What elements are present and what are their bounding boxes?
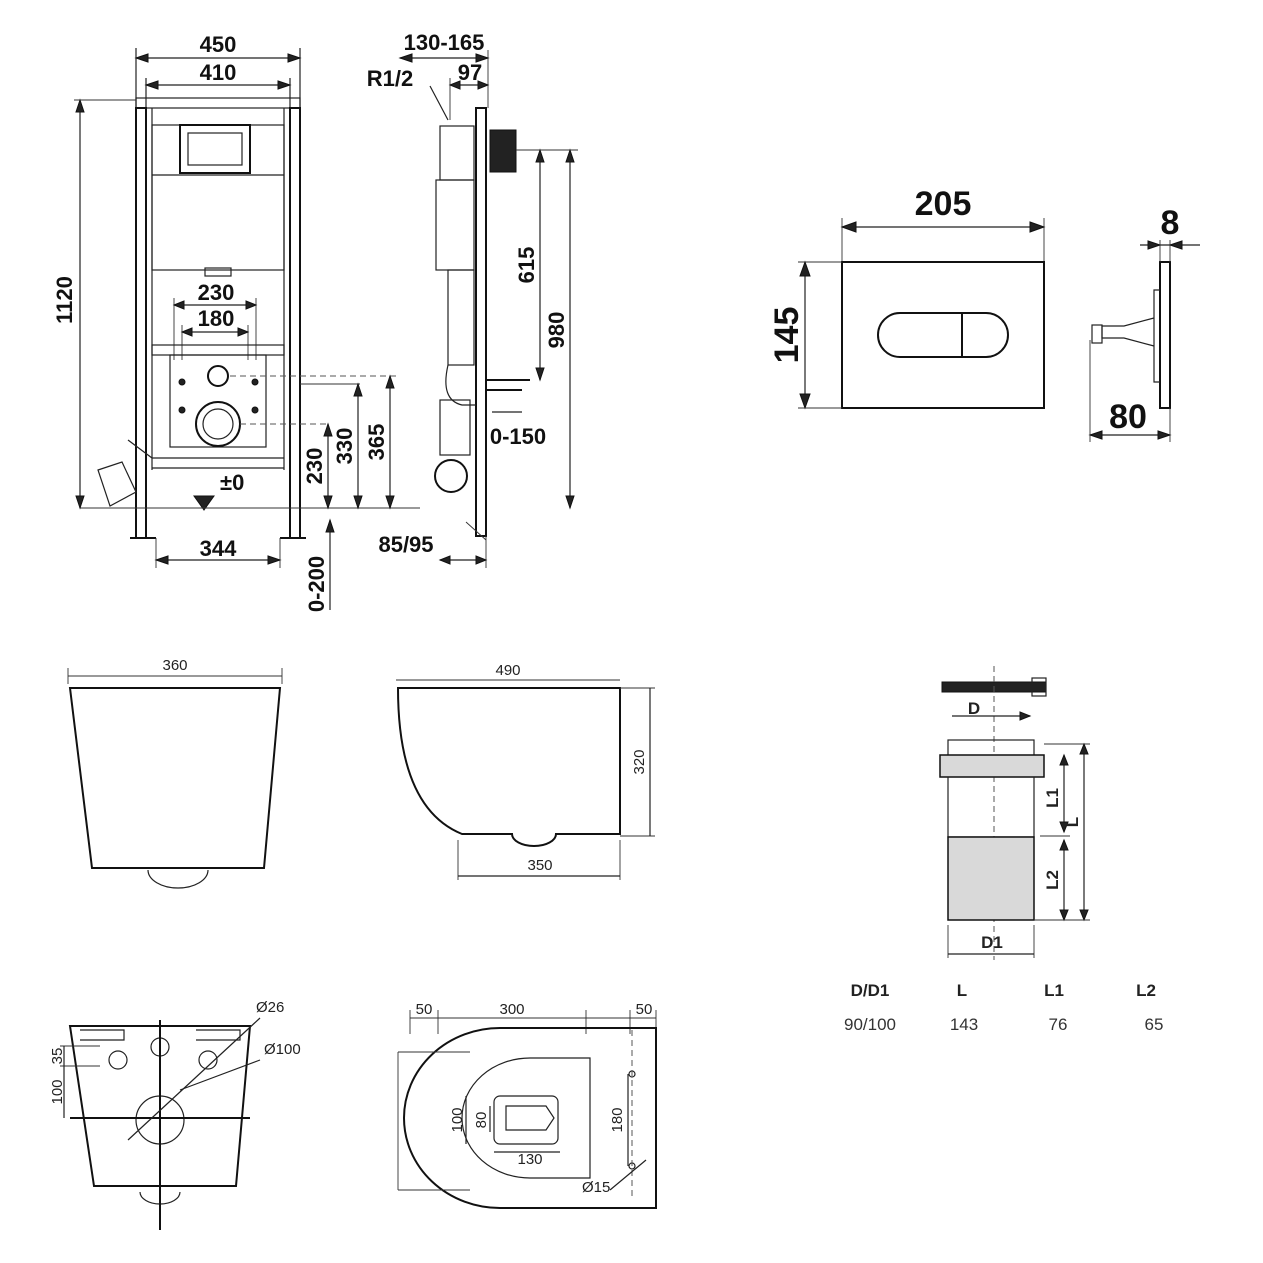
dim-130: 130 xyxy=(517,1151,542,1168)
dim-980: 980 xyxy=(544,312,569,349)
dim-615: 615 xyxy=(514,247,539,284)
dim-100-top: 100 xyxy=(449,1107,466,1132)
dim-180-top: 180 xyxy=(609,1107,626,1132)
dim-d26: Ø26 xyxy=(256,999,284,1016)
pipe-label-l: L xyxy=(1063,817,1082,827)
dim-330: 330 xyxy=(332,428,357,465)
bowl-front-view xyxy=(67,668,283,889)
dim-d100: Ø100 xyxy=(264,1041,301,1058)
table-value-l: 143 xyxy=(950,1015,978,1034)
flush-plate-view xyxy=(798,218,1200,442)
dimension-labels: 450 410 1120 230 180 344 ±0 130-165 97 R… xyxy=(49,30,1179,1196)
table-value-d-d1: 90/100 xyxy=(844,1015,896,1034)
dim-145: 145 xyxy=(768,307,806,364)
bowl-side-view xyxy=(396,679,655,880)
dim-50-left: 50 xyxy=(416,1001,433,1018)
dim-35: 35 xyxy=(49,1048,66,1065)
dim-130-165: 130-165 xyxy=(404,30,485,55)
dim-50-right: 50 xyxy=(636,1001,653,1018)
zero-level-label: ±0 xyxy=(220,470,244,495)
dim-97: 97 xyxy=(458,60,482,85)
table-header-l: L xyxy=(957,981,967,1000)
dim-410: 410 xyxy=(200,60,237,85)
dim-360: 360 xyxy=(162,657,187,674)
dim-320: 320 xyxy=(631,749,648,774)
pipe-connector-view xyxy=(939,666,1090,960)
dim-350: 350 xyxy=(527,857,552,874)
dim-365: 365 xyxy=(364,424,389,461)
pipe-label-d: D xyxy=(968,699,980,718)
dim-230-side: 230 xyxy=(302,448,327,485)
dim-205: 205 xyxy=(915,185,972,223)
table-value-l1: 76 xyxy=(1049,1015,1068,1034)
frame-side-view xyxy=(323,50,578,610)
dim-0-200: 0-200 xyxy=(304,556,329,612)
dim-180: 180 xyxy=(198,306,235,331)
table-header-l2: L2 xyxy=(1136,981,1156,1000)
pipe-dimension-table: D/D1 L L1 L2 90/100 143 76 65 xyxy=(844,981,1163,1034)
bowl-rear-view xyxy=(60,1017,261,1230)
dim-85-95: 85/95 xyxy=(378,532,433,557)
dim-230-top: 230 xyxy=(198,280,235,305)
dim-344: 344 xyxy=(200,536,237,561)
dim-1120: 1120 xyxy=(52,276,77,324)
dim-80-top: 80 xyxy=(473,1112,490,1129)
bowl-top-view xyxy=(397,1010,657,1209)
frame-front-view xyxy=(74,48,420,568)
table-header-l1: L1 xyxy=(1044,981,1064,1000)
pipe-label-d1: D1 xyxy=(981,933,1003,952)
thread-r12-label: R1/2 xyxy=(367,66,413,91)
table-header-d-d1: D/D1 xyxy=(851,981,890,1000)
dim-300: 300 xyxy=(499,1001,524,1018)
dim-8: 8 xyxy=(1161,204,1180,242)
table-value-l2: 65 xyxy=(1145,1015,1164,1034)
dim-100-rear: 100 xyxy=(49,1079,66,1104)
dim-450: 450 xyxy=(200,32,237,57)
dim-d15: Ø15 xyxy=(582,1179,610,1196)
dim-80: 80 xyxy=(1109,398,1147,436)
dim-490: 490 xyxy=(495,662,520,679)
pipe-label-l1: L1 xyxy=(1043,788,1062,808)
pipe-label-l2: L2 xyxy=(1043,870,1062,890)
dim-0-150: 0-150 xyxy=(490,424,546,449)
